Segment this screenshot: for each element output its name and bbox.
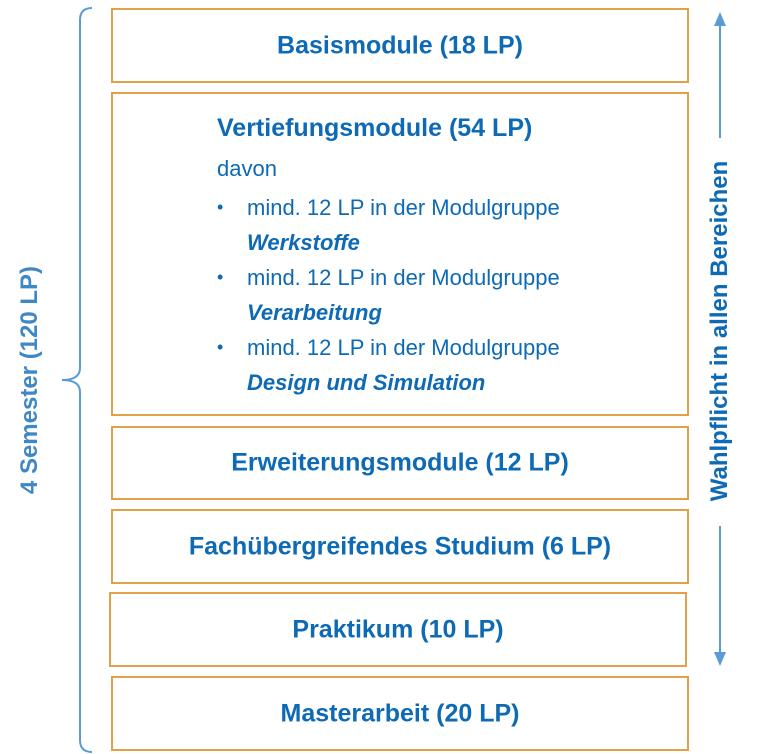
masterarbeit-title: Masterarbeit (20 LP) [280, 699, 520, 727]
bullet-icon: • [217, 337, 224, 357]
list-item: • mind. 12 LP in der Modulgruppe Design … [217, 330, 560, 400]
fachuebergreifend-title: Fachübergreifendes Studium (6 LP) [188, 532, 612, 560]
bullet-icon: • [217, 197, 224, 217]
masterarbeit-box: Masterarbeit (20 LP) [111, 676, 689, 751]
wahlpflicht-label: Wahlpflicht in allen Bereichen [706, 160, 733, 502]
semester-brace [61, 7, 93, 753]
basismodule-box: Basismodule (18 LP) [111, 8, 689, 83]
vertiefungsmodule-title: Vertiefungsmodule (54 LP) [217, 114, 533, 142]
erweiterungsmodule-box: Erweiterungsmodule (12 LP) [111, 426, 689, 500]
list-item-group: Design und Simulation [247, 370, 486, 395]
list-item-group: Verarbeitung [247, 300, 382, 325]
vertiefungsmodule-subtitle: davon [217, 156, 277, 181]
basismodule-title: Basismodule (18 LP) [277, 31, 523, 59]
fachuebergreifend-box: Fachübergreifendes Studium (6 LP) [111, 509, 689, 584]
list-item: • mind. 12 LP in der Modulgruppe Werksto… [217, 190, 560, 260]
list-item-group: Werkstoffe [247, 230, 360, 255]
list-item-text: mind. 12 LP in der Modulgruppe [247, 265, 560, 290]
semester-label: 4 Semester (120 LP) [16, 265, 43, 495]
list-item: • mind. 12 LP in der Modulgruppe Verarbe… [217, 260, 560, 330]
erweiterungsmodule-title: Erweiterungsmodule (12 LP) [231, 448, 569, 477]
vertiefungsmodule-box: Vertiefungsmodule (54 LP) davon • mind. … [111, 92, 689, 416]
bullet-icon: • [217, 267, 224, 287]
double-arrow-icon [714, 12, 726, 666]
list-item-text: mind. 12 LP in der Modulgruppe [247, 335, 560, 360]
praktikum-box: Praktikum (10 LP) [109, 592, 687, 667]
list-item-text: mind. 12 LP in der Modulgruppe [247, 195, 560, 220]
praktikum-title: Praktikum (10 LP) [292, 615, 504, 643]
modulgruppen-list: • mind. 12 LP in der Modulgruppe Werksto… [217, 190, 560, 400]
